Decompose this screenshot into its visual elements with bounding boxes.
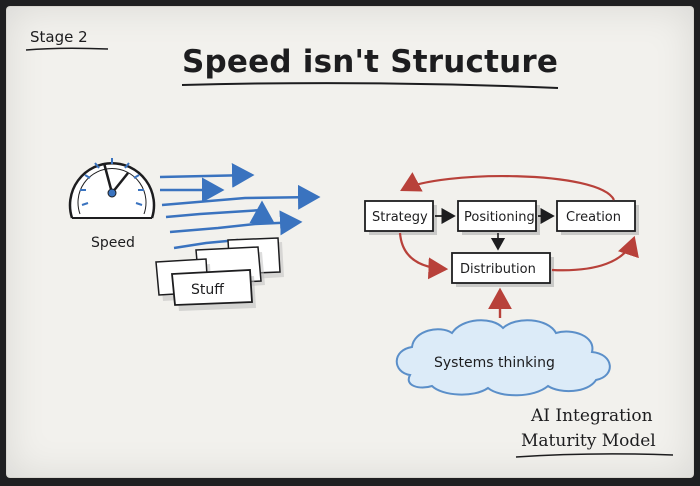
feedback-loop-top xyxy=(400,172,615,201)
edge-strategy-distribution xyxy=(398,232,449,280)
node-positioning-label: Positioning xyxy=(464,210,535,225)
speed-label: Speed xyxy=(91,235,135,251)
node-strategy-label: Strategy xyxy=(372,210,428,225)
systems-thinking-cloud xyxy=(395,319,611,397)
stuff-label: Stuff xyxy=(191,282,224,298)
title-underline xyxy=(181,82,559,89)
footer-underline xyxy=(515,453,674,458)
paper-card xyxy=(7,7,693,477)
stage-underline xyxy=(25,47,109,51)
stuff-stack xyxy=(155,237,284,311)
speed-arrows xyxy=(159,162,321,250)
node-creation: Creation xyxy=(556,200,639,235)
speed-arrow xyxy=(159,162,255,188)
speed-arrow xyxy=(161,184,321,210)
node-creation-label: Creation xyxy=(566,210,621,225)
speed-arrow xyxy=(165,200,275,223)
page-title: Speed isn't Structure xyxy=(182,44,558,80)
cloud-label: Systems thinking xyxy=(434,355,555,371)
node-distribution: Distribution xyxy=(451,252,554,287)
speed-arrow xyxy=(169,210,303,236)
footer-line-2: Maturity Model xyxy=(521,431,656,451)
node-distribution-label: Distribution xyxy=(460,262,536,277)
footer-line-1: AI Integration xyxy=(530,406,653,426)
speedometer-icon xyxy=(68,158,156,219)
edge-distribution-creation xyxy=(551,235,639,272)
node-strategy: Strategy xyxy=(364,200,437,235)
node-positioning: Positioning xyxy=(457,200,540,235)
stage-label: Stage 2 xyxy=(30,28,88,46)
